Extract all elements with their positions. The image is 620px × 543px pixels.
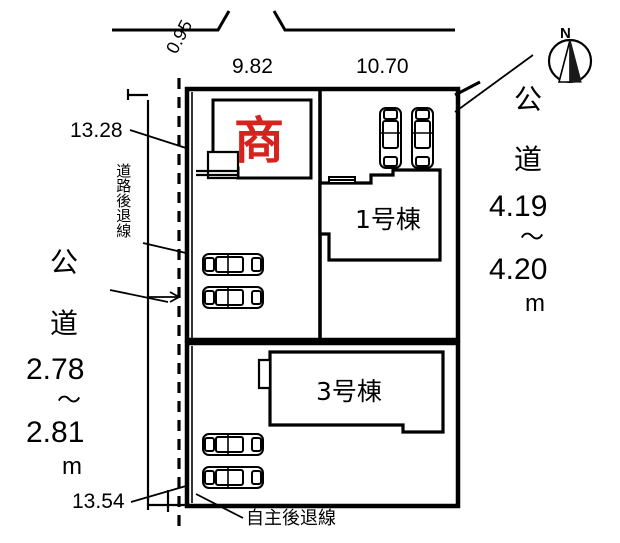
annotation-road-setback-line: 道路後退線: [114, 163, 133, 238]
site-boundary: [184, 86, 461, 509]
building-3-porch: [257, 358, 272, 390]
compass-north-label: N: [560, 25, 571, 42]
road-left-label-dou: 道: [50, 307, 79, 340]
north-arrow-icon: [547, 38, 593, 84]
building-1-label: 1号棟: [355, 205, 421, 234]
road-left-unit: m: [62, 453, 82, 480]
building-1-balcony: [328, 176, 356, 184]
dimension-top-left: 9.82: [232, 55, 273, 78]
building-3-outline: [268, 350, 445, 434]
car-icon: [202, 286, 264, 309]
road-right-width-from: 4.19: [489, 190, 548, 223]
car-icon: [379, 107, 402, 169]
building-1-outline: [318, 168, 442, 262]
commercial-lot-mark: 商: [234, 112, 284, 170]
road-right-label-kou: 公: [514, 83, 543, 116]
dimension-left-upper: 13.28: [70, 119, 123, 142]
road-right-label-dou: 道: [514, 143, 543, 176]
car-icon: [202, 466, 264, 489]
dimension-top-right: 10.70: [356, 55, 409, 78]
dimension-helper-lines: [126, 89, 190, 512]
leader-lines: [109, 54, 534, 519]
road-left-tilde: 〜: [57, 387, 81, 414]
building-commercial-porch: [196, 150, 240, 180]
car-icon: [202, 253, 264, 276]
road-left-width-to: 2.81: [26, 416, 85, 449]
road-right-width-to: 4.20: [489, 253, 548, 286]
road-right-unit: m: [525, 290, 545, 317]
road-left-width-from: 2.78: [26, 353, 85, 386]
annotation-voluntary-setback-line: 自主後退線: [246, 508, 336, 529]
road-right-tilde: 〜: [520, 224, 544, 251]
building-3-label: 3号棟: [316, 377, 382, 406]
car-icon: [411, 107, 434, 169]
dimension-left-lower: 13.54: [72, 490, 125, 513]
road-left-label-kou: 公: [50, 246, 79, 279]
top-dimension-ticks: [112, 10, 455, 32]
car-icon: [202, 433, 264, 456]
